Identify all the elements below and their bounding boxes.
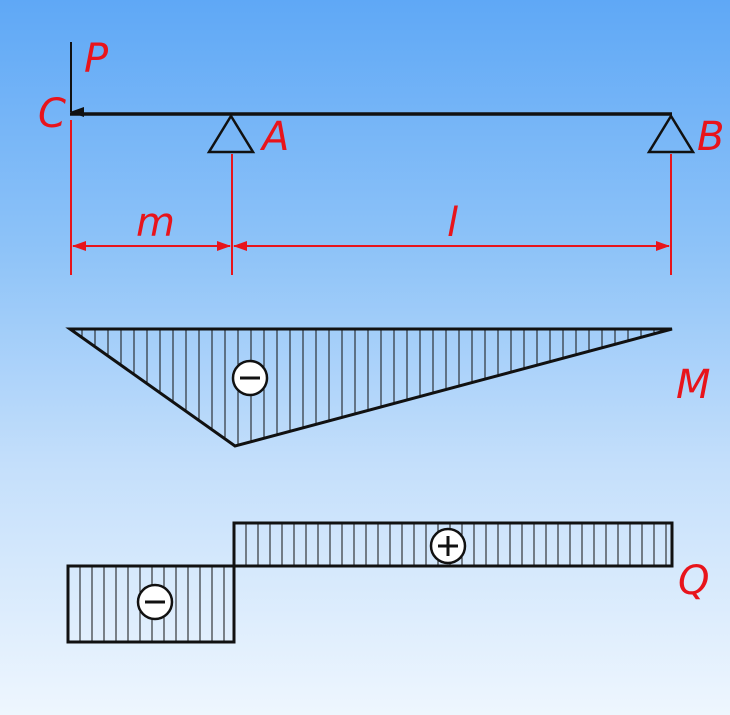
- moment-diagram: [65, 327, 673, 448]
- label-m-dimension: m: [136, 200, 175, 246]
- moment-hatching: [81, 329, 655, 446]
- shear-diagram: [66, 521, 674, 644]
- shear-sign-negative: [136, 583, 174, 621]
- label-l-dimension: l: [447, 200, 458, 246]
- label-b: B: [697, 114, 724, 160]
- label-c: C: [38, 91, 66, 137]
- label-p: P: [84, 36, 109, 82]
- moment-sign-circle: [231, 359, 269, 397]
- shear-sign-positive: [429, 527, 467, 565]
- beam-group: [70, 42, 696, 154]
- shear-hatching: [79, 523, 667, 642]
- dimensions: [70, 120, 672, 275]
- label-moment: M: [676, 362, 711, 408]
- label-shear: Q: [678, 558, 709, 604]
- moment-outline: [65, 327, 673, 448]
- label-a: A: [259, 114, 289, 160]
- shear-outline: [66, 521, 674, 644]
- support-a-triangle: [206, 113, 256, 154]
- support-b-triangle: [646, 113, 696, 154]
